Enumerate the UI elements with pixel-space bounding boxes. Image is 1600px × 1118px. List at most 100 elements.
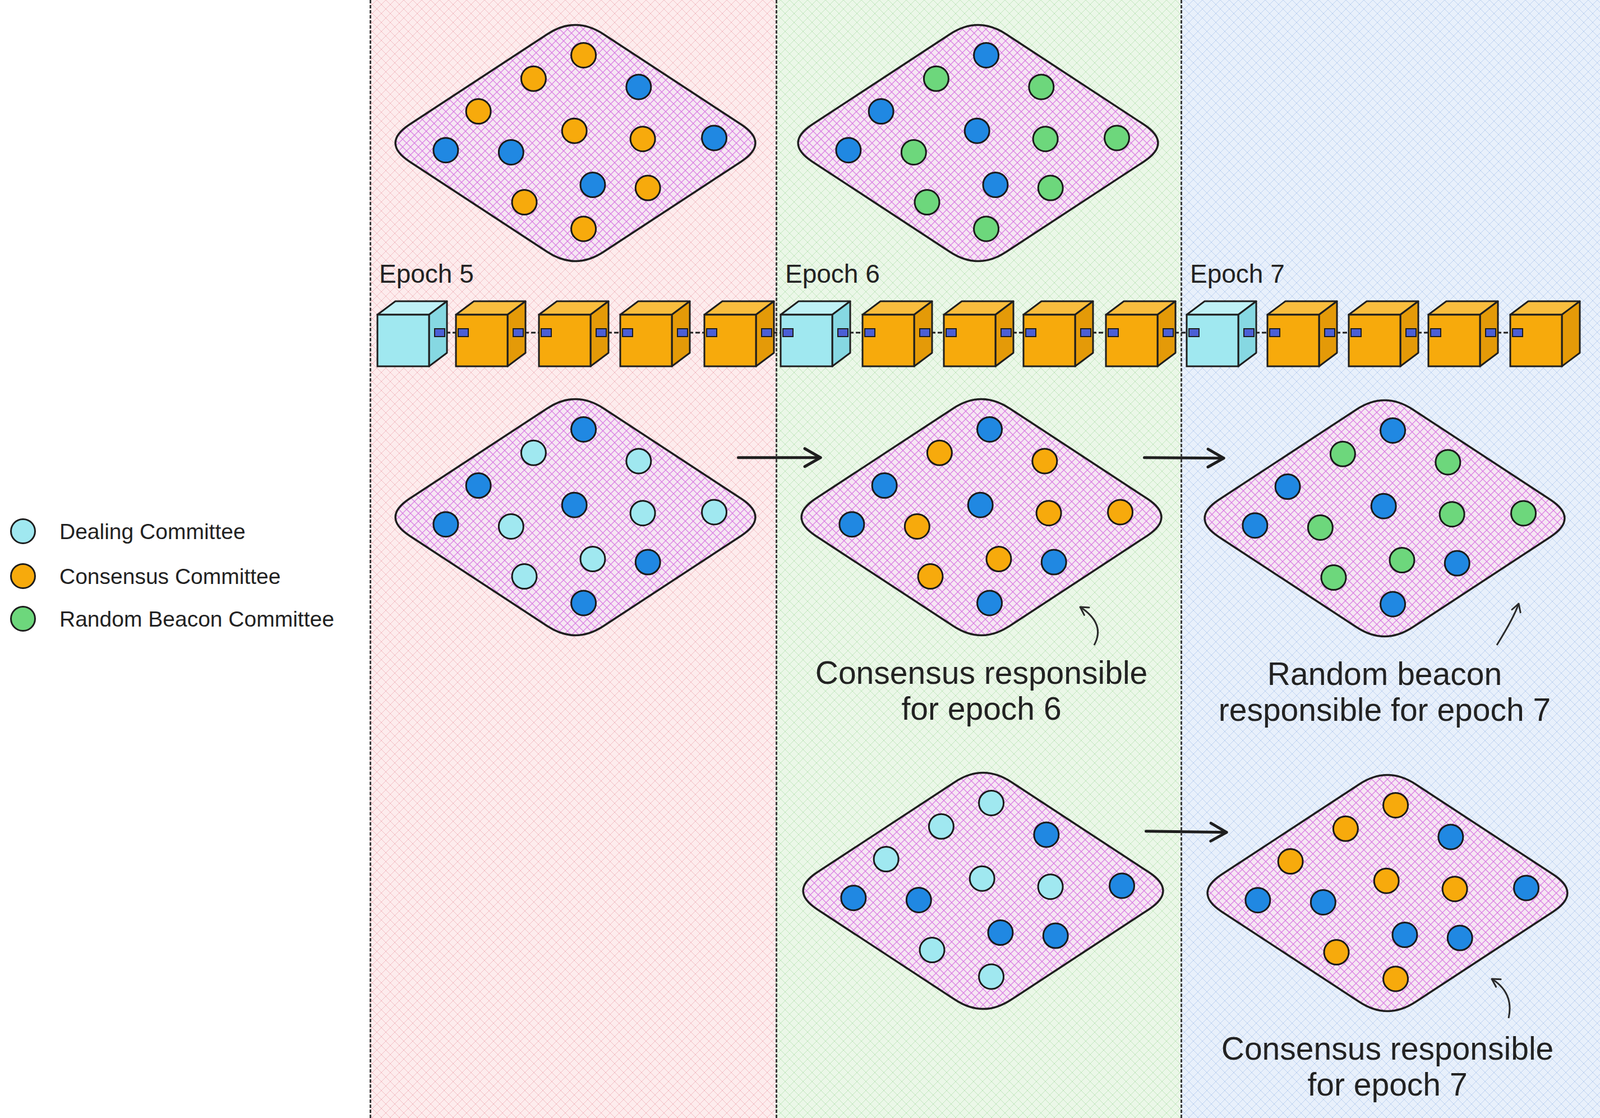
node-dot [1439,501,1465,527]
diamond-outline [395,398,756,635]
epoch-band: Epoch 5 [369,0,776,1118]
leader-arrow [1080,606,1099,645]
node-dot [1036,500,1062,526]
node-dot [1041,549,1067,575]
node-dot [571,590,597,616]
diamond-fill [395,24,756,261]
node-dot [630,500,656,526]
node-dot [1442,876,1468,902]
committee-diamond: Consensus responsible for epoch 6 [785,387,1178,647]
handover-arrow [1144,457,1225,459]
node-dot [635,175,661,201]
node-dot [836,137,861,163]
chain-link [434,328,445,337]
node-dot [1032,448,1058,474]
committee-diamond [379,387,772,647]
node-dot [1373,868,1399,893]
node-dot [1038,874,1063,899]
node-dot [466,473,491,499]
node-dot [967,492,993,518]
chain-link [1188,328,1200,337]
node-dot [1435,449,1461,475]
cube-face [377,314,430,367]
node-dot [927,440,952,465]
legend-entry: Consensus Committee [10,561,281,592]
cube-face [590,301,609,367]
block-cube [780,301,851,367]
node-dot [1511,500,1537,526]
node-dot [839,512,865,537]
chain-link [864,328,875,337]
block-cube [377,301,447,367]
cube-face [538,314,591,367]
legend-swatch [10,605,36,632]
chain-link [541,328,552,337]
chain-link [1001,328,1012,337]
block-cube [1267,301,1337,367]
node-dot [977,590,1003,616]
diamond-fill [1207,774,1568,1011]
block-cube [538,301,609,367]
diamond-outline [379,387,772,647]
node-dot [901,139,926,165]
block-cube [1105,301,1176,367]
diamond-fill [798,24,1159,261]
cube-face [704,314,756,367]
node-dot [974,216,999,242]
chain-link [761,328,772,337]
diamond-outline [1207,774,1568,1011]
chain-link [458,328,469,337]
node-dot [918,564,943,589]
diamond-outline [1188,388,1581,648]
diamond-outline [785,387,1178,647]
cube-face [620,314,672,367]
callout-label: Consensus responsible for epoch 6 [801,654,1161,727]
block-cube [1348,301,1419,367]
cube-face [943,314,996,367]
diamond-fill [395,398,756,635]
node-dot [571,42,597,68]
node-dot [906,887,931,912]
node-dot [1043,923,1068,948]
chain-link [513,328,524,337]
cube-face [1023,314,1076,367]
node-dot [868,99,894,124]
chain-link [1108,328,1119,337]
node-dot [512,190,537,215]
node-dot [979,790,1004,815]
node-dot [1242,513,1268,538]
callout-label: Consensus responsible for epoch 7 [1207,1030,1567,1102]
node-dot [571,216,597,242]
node-dot [1038,175,1063,201]
handover-arrow [738,455,822,459]
node-dot [974,42,999,68]
node-dot [1438,824,1464,850]
chain-link [1485,328,1496,337]
diamond-outline [786,761,1180,1021]
cube-face [1186,314,1239,367]
cube-face [1238,301,1257,367]
block-cube [1023,301,1094,367]
node-dot [1330,441,1355,467]
node-dot [841,885,866,911]
chain-link [1269,328,1280,337]
node-dot [571,416,597,442]
chain-link [1350,328,1362,337]
node-dot [969,865,995,891]
cube-face [1267,314,1320,367]
node-dot [1321,565,1346,590]
block-cube [1428,301,1498,367]
node-dot [498,139,524,165]
diamond-outline [801,398,1162,635]
node-dot [520,66,546,91]
diamond-outline [1204,399,1565,636]
epoch-band-ground [775,0,1181,1118]
node-dot [1104,125,1130,151]
committee-diamond [786,761,1180,1021]
diamond-fill [803,772,1164,1009]
node-dot [1514,875,1539,901]
epoch-band: Random beacon responsible for epoch 7Con… [1180,0,1600,1118]
legend-label: Dealing Committee [59,517,246,547]
legend-swatch [10,518,36,544]
